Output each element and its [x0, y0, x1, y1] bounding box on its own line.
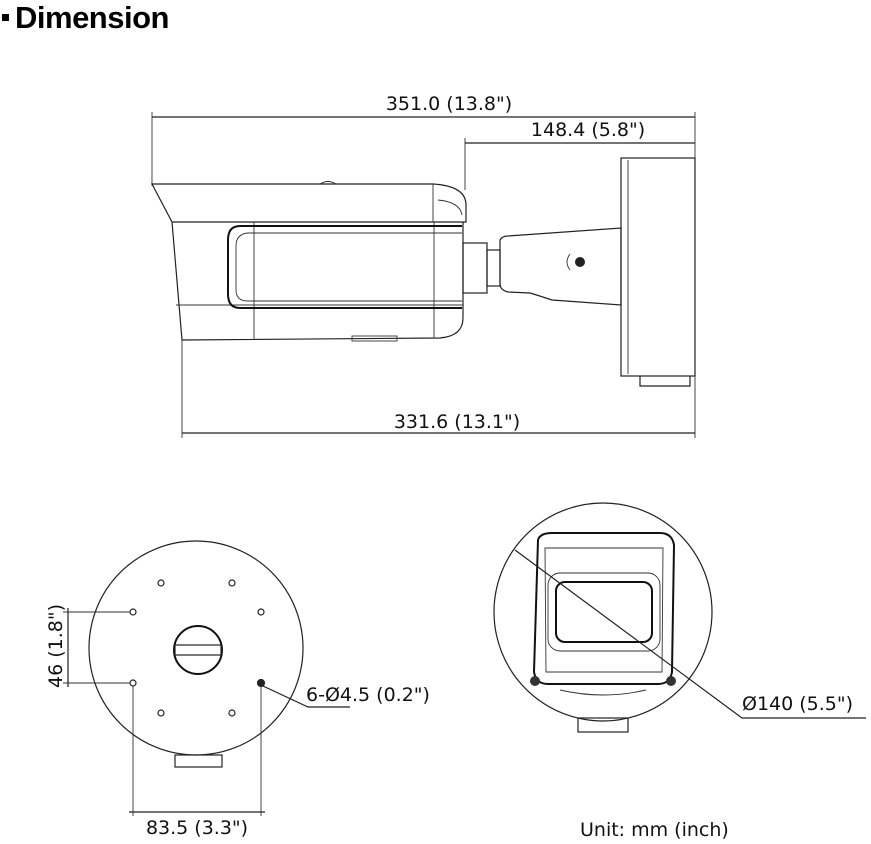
bullet-icon	[2, 14, 9, 22]
lens-window	[555, 581, 653, 643]
cable-entry-knob	[173, 625, 223, 675]
hole-spacing-horizontal-label: 83.5 (3.3")	[146, 817, 248, 839]
hole-size-label: 6-Ø4.5 (0.2")	[306, 684, 430, 706]
mount-holes	[129, 579, 266, 717]
mount-length-label: 148.4 (5.8")	[531, 119, 645, 141]
mount-base-outline	[88, 540, 304, 756]
front-outline	[493, 502, 713, 722]
section-title: Dimension	[2, 0, 169, 36]
diameter-label: Ø140 (5.5")	[742, 693, 853, 715]
mount-base-view: 46 (1.8") 83.5 (3.3") 6-Ø4.5 (0.2")	[45, 540, 430, 839]
unit-note: Unit: mm (inch)	[580, 819, 729, 841]
diameter-leader-line	[514, 549, 866, 719]
overall-length-label: 351.0 (13.8")	[386, 93, 512, 115]
body-length-label: 331.6 (13.1")	[394, 411, 520, 433]
hole-spacing-vertical-label: 46 (1.8")	[45, 604, 67, 688]
camera-body-side	[151, 157, 696, 387]
hole-leader-line	[262, 685, 350, 708]
front-view: Ø140 (5.5")	[493, 502, 866, 733]
section-title-text: Dimension	[15, 0, 169, 35]
adjust-screw-icon	[575, 257, 585, 267]
side-view: 351.0 (13.8") 148.4 (5.8") 331.6 (13.1")	[151, 93, 696, 438]
